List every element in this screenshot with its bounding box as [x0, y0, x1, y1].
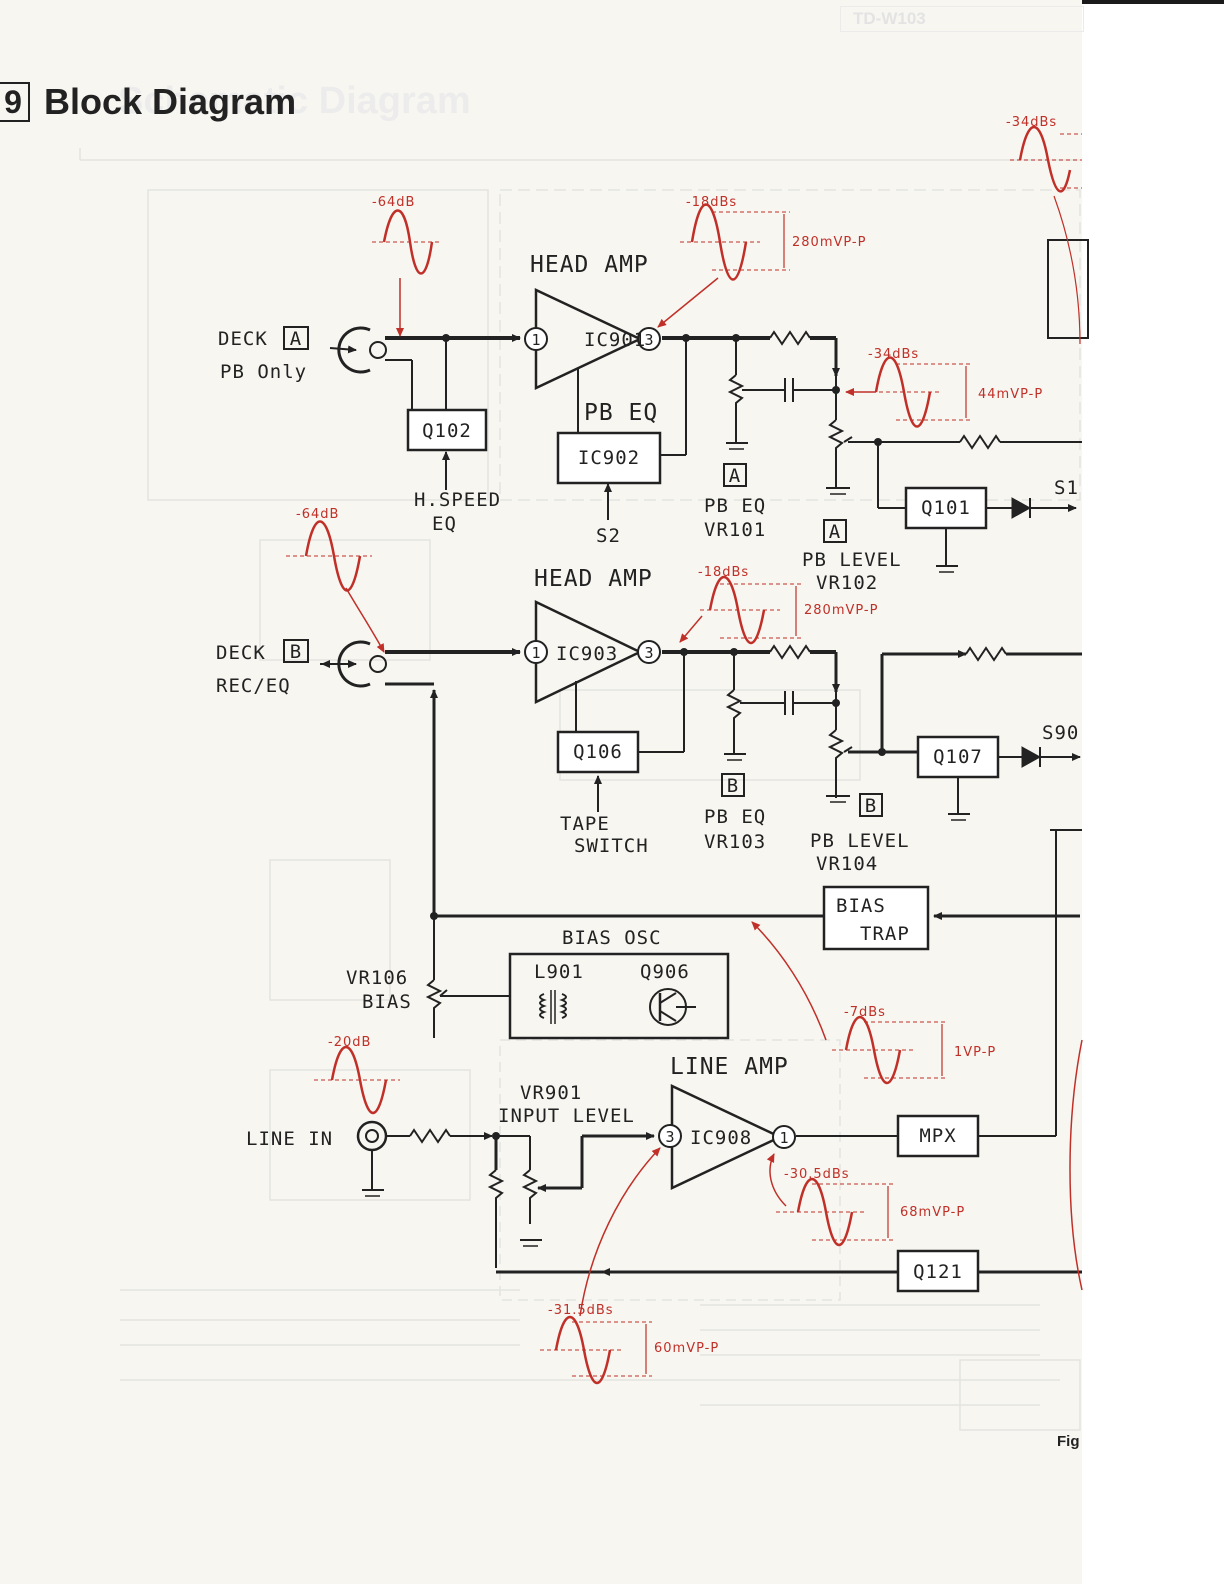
ic908-pin3: 3 [665, 1128, 674, 1146]
sig-vr102-out-pp: 44mVP-P [978, 387, 1043, 402]
vr106-label-2: BIAS [362, 991, 412, 1013]
ic903-pin1: 1 [531, 644, 540, 662]
ic901-pin3: 3 [644, 331, 653, 349]
q906-label: Q906 [640, 961, 690, 983]
sig-ic901-out: -18dBs [686, 195, 737, 210]
sig-top-right: -34dBs [1006, 115, 1057, 130]
sig-deck-b-in: -64dB [296, 507, 339, 522]
figure-label: Fig [1057, 1433, 1080, 1450]
sig-vr102-out: -34dBs [868, 347, 919, 362]
ic901-label: IC901 [584, 329, 646, 351]
vr101-label-1: PB EQ [704, 495, 766, 517]
ic903-label: IC903 [556, 643, 618, 665]
line-in-label: LINE IN [246, 1128, 333, 1150]
line-path [356, 1084, 1082, 1276]
s1-label: S1 [1054, 477, 1079, 499]
mpx-block: MPX [896, 1114, 980, 1158]
deck-a-mode: PB Only [220, 361, 307, 383]
sig-ic903-out-pp: 280mVP-P [804, 603, 878, 618]
page-edge-bar [1082, 0, 1224, 4]
sig-bias-trap-in-pp: 1VP-P [954, 1045, 996, 1060]
sig-line-in: -20dB [328, 1035, 371, 1050]
q106-label: Q106 [573, 741, 623, 763]
vr102-label-1: PB LEVEL [802, 549, 902, 571]
q101-block: Q101 [904, 486, 988, 530]
page-title: 9 Block Diagram [0, 80, 296, 124]
q107-label: Q107 [933, 746, 983, 768]
deck-b-path [320, 600, 1082, 916]
vr103-box: B [727, 775, 739, 797]
vr103-label-1: PB EQ [704, 806, 766, 828]
section-number: 9 [0, 82, 30, 122]
bias-trap-label-1: BIAS [836, 895, 886, 917]
l901-label: L901 [534, 961, 584, 983]
vr102-label-2: VR102 [816, 572, 878, 594]
vr101-box: A [729, 465, 741, 487]
vr901-label-1: VR901 [520, 1082, 582, 1104]
line-amp-label: LINE AMP [670, 1054, 789, 1080]
tape-label-1: TAPE [560, 813, 610, 835]
hspeed-label-1: H.SPEED [414, 489, 501, 511]
pb-eq-title: PB EQ [584, 400, 658, 426]
deck-a-letter: A [290, 328, 302, 350]
vr102-box: A [829, 521, 841, 543]
ic902-block: IC902 [556, 431, 662, 485]
deck-a-path [329, 288, 1082, 573]
q106-block: Q106 [556, 730, 640, 774]
sig-bias-trap-in: -7dBs [844, 1005, 886, 1020]
vr901-label-2: INPUT LEVEL [498, 1105, 635, 1127]
bias-osc-block: BIAS OSC L901 Q906 [508, 927, 730, 1040]
q102-block: Q102 [406, 408, 488, 452]
deck-b-letter: B [290, 641, 302, 663]
ic903-pin3: 3 [644, 644, 653, 662]
head-amp-b-label: HEAD AMP [534, 566, 653, 592]
bias-trap-label-2: TRAP [860, 923, 910, 945]
s90-label: S90 [1042, 722, 1079, 744]
ic908-label: IC908 [690, 1127, 752, 1149]
sig-deck-a-in: -64dB [372, 195, 415, 210]
sig-ic901-out-pp: 280mVP-P [792, 235, 866, 250]
vr101-label-2: VR101 [704, 519, 766, 541]
ic901-pin1: 1 [531, 331, 540, 349]
bias-trap-block: BIAS TRAP [822, 885, 930, 951]
deck-b-mode: REC/EQ [216, 675, 291, 697]
q121-block: Q121 [896, 1249, 980, 1293]
s2-label: S2 [596, 525, 621, 547]
head-amp-a-label: HEAD AMP [530, 252, 649, 278]
ghost-title: Schematic Diagram [118, 80, 471, 122]
q121-label: Q121 [913, 1261, 963, 1283]
bias-path [425, 829, 1082, 1136]
ic908-pin1: 1 [779, 1129, 788, 1147]
sig-ic908-in-pp: 60mVP-P [654, 1341, 719, 1356]
signal-annotations [286, 126, 1083, 1385]
vr103-label-2: VR103 [704, 831, 766, 853]
vr106-label-1: VR106 [346, 967, 408, 989]
q101-label: Q101 [921, 497, 971, 519]
deck-a-word: DECK [218, 328, 268, 350]
vr104-label-1: PB LEVEL [810, 830, 910, 852]
sig-ic908-out-pp: 68mVP-P [900, 1205, 965, 1220]
sig-ic908-out: -30.5dBs [784, 1167, 850, 1182]
page-edge [1082, 0, 1224, 1584]
sig-ic903-out: -18dBs [698, 565, 749, 580]
mpx-label: MPX [919, 1125, 956, 1147]
bias-osc-label: BIAS OSC [562, 927, 662, 949]
tape-label-2: SWITCH [574, 835, 649, 857]
hspeed-label-2: EQ [432, 513, 457, 535]
deck-b-word: DECK [216, 642, 266, 664]
vr104-box: B [865, 795, 877, 817]
q107-block: Q107 [916, 735, 1000, 779]
section-title: Block Diagram [44, 81, 297, 122]
vr104-label-2: VR104 [816, 853, 878, 875]
ghost-header: TD-W103 [840, 6, 1084, 32]
q102-label: Q102 [422, 420, 472, 442]
sig-ic908-in: -31.5dBs [548, 1303, 614, 1318]
ic902-label: IC902 [578, 447, 640, 469]
